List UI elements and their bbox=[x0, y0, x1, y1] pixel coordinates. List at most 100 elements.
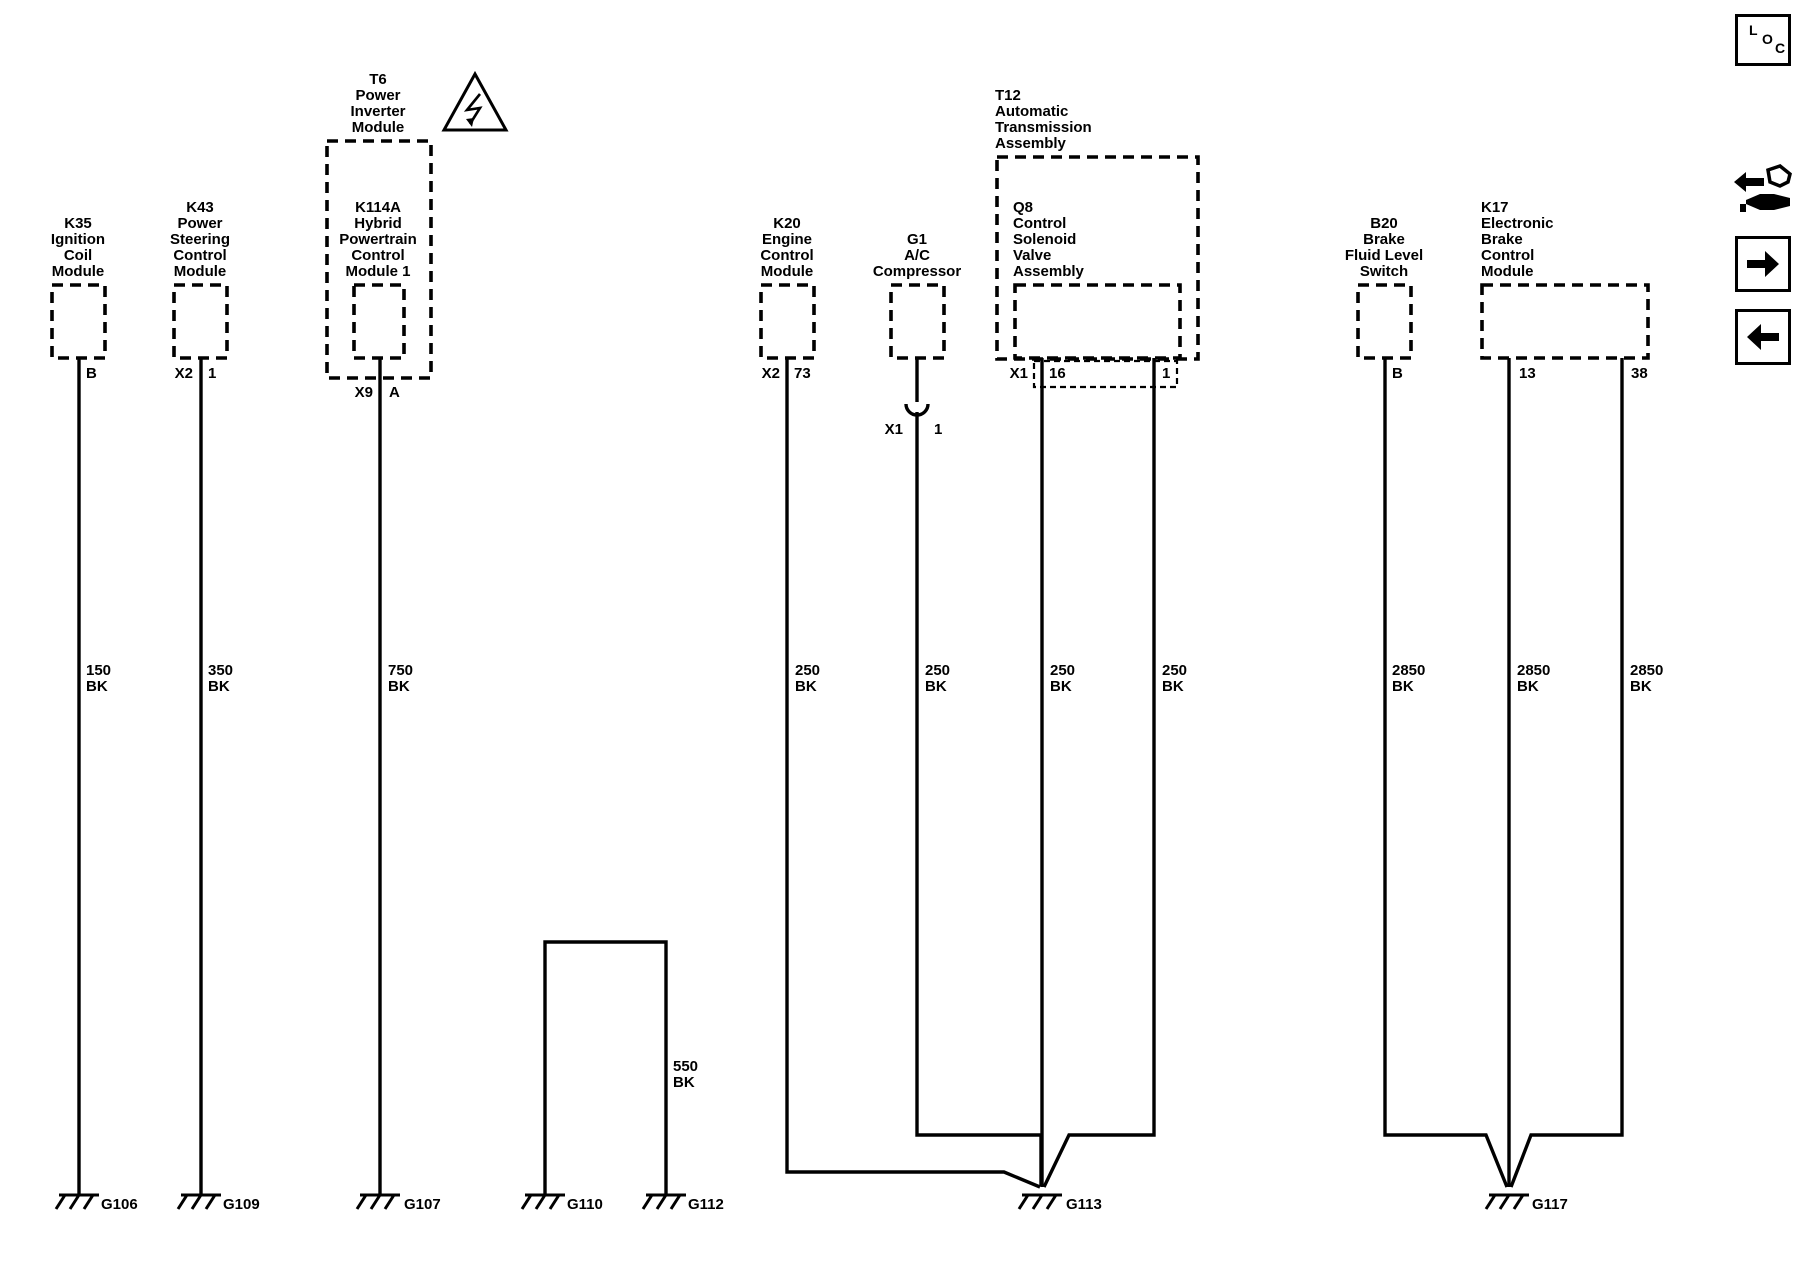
component-t6: T6 Power Inverter Module bbox=[325, 70, 509, 380]
k20-label-line: K20 bbox=[773, 215, 801, 232]
wire-250-g1 bbox=[915, 412, 1043, 1186]
g1-label-line: G1 bbox=[907, 231, 927, 248]
loc-letter: O bbox=[1762, 31, 1773, 47]
wire-250-k20-gauge: 250 bbox=[795, 662, 820, 679]
k43-pin-label: 1 bbox=[208, 365, 216, 382]
component-k35: K35 Ignition Coil Module B bbox=[50, 215, 107, 382]
q8-connector-shell bbox=[1032, 359, 1179, 389]
k114a-module-box bbox=[352, 283, 406, 360]
k17-label-line: Electronic bbox=[1481, 215, 1554, 232]
k20-connector-label: X2 bbox=[762, 365, 780, 382]
loc-letter: C bbox=[1775, 40, 1786, 56]
wire-350-gauge: 350 bbox=[208, 662, 233, 679]
k43-label-line: Power bbox=[177, 215, 222, 232]
ground-label-g106: G106 bbox=[101, 1196, 138, 1213]
ground-label-g110: G110 bbox=[567, 1196, 603, 1213]
k114a-label-line: K114A bbox=[355, 199, 401, 216]
ground-label-g112: G112 bbox=[688, 1196, 724, 1213]
wire-2850-b20-gauge: 2850 bbox=[1392, 662, 1425, 679]
k114a-label-line: Hybrid bbox=[354, 215, 402, 232]
b20-label-line: Brake bbox=[1363, 231, 1405, 248]
previous-page-button[interactable] bbox=[1735, 309, 1791, 365]
next-page-button[interactable] bbox=[1735, 236, 1791, 292]
component-k20: K20 Engine Control Module X2 73 bbox=[759, 215, 816, 382]
loc-letter: L bbox=[1749, 22, 1758, 38]
wire-2850-k17b-gauge: 2850 bbox=[1630, 662, 1663, 679]
ground-symbol-icon bbox=[641, 1193, 686, 1210]
ground-symbol-icon bbox=[520, 1193, 565, 1210]
k43-label-line: Control bbox=[173, 247, 226, 264]
q8-pin-a-label: 16 bbox=[1049, 365, 1066, 382]
g1-pin-label: 1 bbox=[934, 421, 942, 438]
component-q8: Q8 Control Solenoid Valve Assembly X1 16… bbox=[1010, 199, 1182, 389]
q8-pin-b-label: 1 bbox=[1162, 365, 1170, 382]
k114a-label-line: Powertrain bbox=[339, 231, 417, 248]
wire-150-gauge: 150 bbox=[86, 662, 111, 679]
t6-label-line: Module bbox=[352, 119, 405, 136]
high-voltage-warning-icon bbox=[441, 70, 509, 132]
wire-250-q8b-color: BK bbox=[1162, 678, 1184, 695]
wire-550-color: BK bbox=[673, 1074, 695, 1091]
arrow-left-icon bbox=[1747, 324, 1779, 350]
t12-label-line: Transmission bbox=[995, 119, 1092, 136]
t6-label-line: Power bbox=[355, 87, 400, 104]
ground-symbol-icon bbox=[54, 1193, 99, 1210]
wire-550-gauge: 550 bbox=[673, 1058, 698, 1075]
wire-2850-k17a-color: BK bbox=[1517, 678, 1539, 695]
k17-module-box bbox=[1480, 283, 1650, 360]
wire-2850-b20 bbox=[1383, 358, 1509, 1188]
g1-module-box bbox=[889, 283, 946, 360]
k43-connector-label: X2 bbox=[175, 365, 193, 382]
component-k114a: K114A Hybrid Powertrain Control Module 1… bbox=[339, 199, 417, 401]
q8-label-line: Valve bbox=[1013, 247, 1051, 264]
b20-label-line: Switch bbox=[1360, 263, 1408, 280]
k35-module-box bbox=[50, 283, 107, 360]
wire-250-g1-color: BK bbox=[925, 678, 947, 695]
k43-label-line: Module bbox=[174, 263, 227, 280]
t12-label-line: T12 bbox=[995, 87, 1021, 104]
location-button[interactable]: L O C bbox=[1735, 14, 1791, 66]
ground-symbol-icon bbox=[1484, 1193, 1529, 1210]
k114a-label-line: Control bbox=[351, 247, 404, 264]
b20-label-line: Fluid Level bbox=[1345, 247, 1423, 264]
k35-label-line: Coil bbox=[64, 247, 92, 264]
wire-250-q8a-color: BK bbox=[1050, 678, 1072, 695]
k17-pin-a-label: 13 bbox=[1519, 365, 1536, 382]
q8-connector-label: X1 bbox=[1010, 365, 1028, 382]
q8-label-line: Assembly bbox=[1013, 263, 1085, 280]
connector-swap-icon bbox=[1734, 164, 1792, 212]
wire-2850-k17a-gauge: 2850 bbox=[1517, 662, 1550, 679]
component-k43: K43 Power Steering Control Module X2 1 bbox=[170, 199, 230, 382]
q8-label-line: Solenoid bbox=[1013, 231, 1076, 248]
t12-label-line: Assembly bbox=[995, 135, 1067, 152]
t6-module-box bbox=[325, 139, 433, 380]
wire-250-k20 bbox=[785, 358, 1041, 1189]
b20-module-box bbox=[1356, 283, 1413, 360]
wire-350-color: BK bbox=[208, 678, 230, 695]
ground-symbol-icon bbox=[355, 1193, 400, 1210]
t12-module-box bbox=[995, 155, 1200, 361]
k20-label-line: Engine bbox=[762, 231, 812, 248]
connector-swap-button[interactable] bbox=[1730, 160, 1796, 222]
wire-2850-b20-color: BK bbox=[1392, 678, 1414, 695]
k43-label-line: K43 bbox=[186, 199, 214, 216]
k43-module-box bbox=[172, 283, 229, 360]
q8-label-line: Q8 bbox=[1013, 199, 1033, 216]
k35-label-line: Ignition bbox=[51, 231, 105, 248]
wire-2850-k17b bbox=[1509, 358, 1624, 1188]
wire-250-k20-color: BK bbox=[795, 678, 817, 695]
ground-label-g113: G113 bbox=[1066, 1196, 1102, 1213]
wire-150-color: BK bbox=[86, 678, 108, 695]
wire-250-q8b bbox=[1042, 358, 1156, 1188]
ground-label-g107: G107 bbox=[404, 1196, 441, 1213]
q8-label-line: Control bbox=[1013, 215, 1066, 232]
k43-label-line: Steering bbox=[170, 231, 230, 248]
wire-750-gauge: 750 bbox=[388, 662, 413, 679]
k114a-connector-label: X9 bbox=[355, 384, 373, 401]
component-b20: B20 Brake Fluid Level Switch B bbox=[1345, 215, 1423, 382]
t6-label-line: T6 bbox=[369, 71, 387, 88]
k20-pin-label: 73 bbox=[794, 365, 811, 382]
wire-2850-k17b-color: BK bbox=[1630, 678, 1652, 695]
k17-label-line: Control bbox=[1481, 247, 1534, 264]
ground-label-g117: G117 bbox=[1532, 1196, 1568, 1213]
